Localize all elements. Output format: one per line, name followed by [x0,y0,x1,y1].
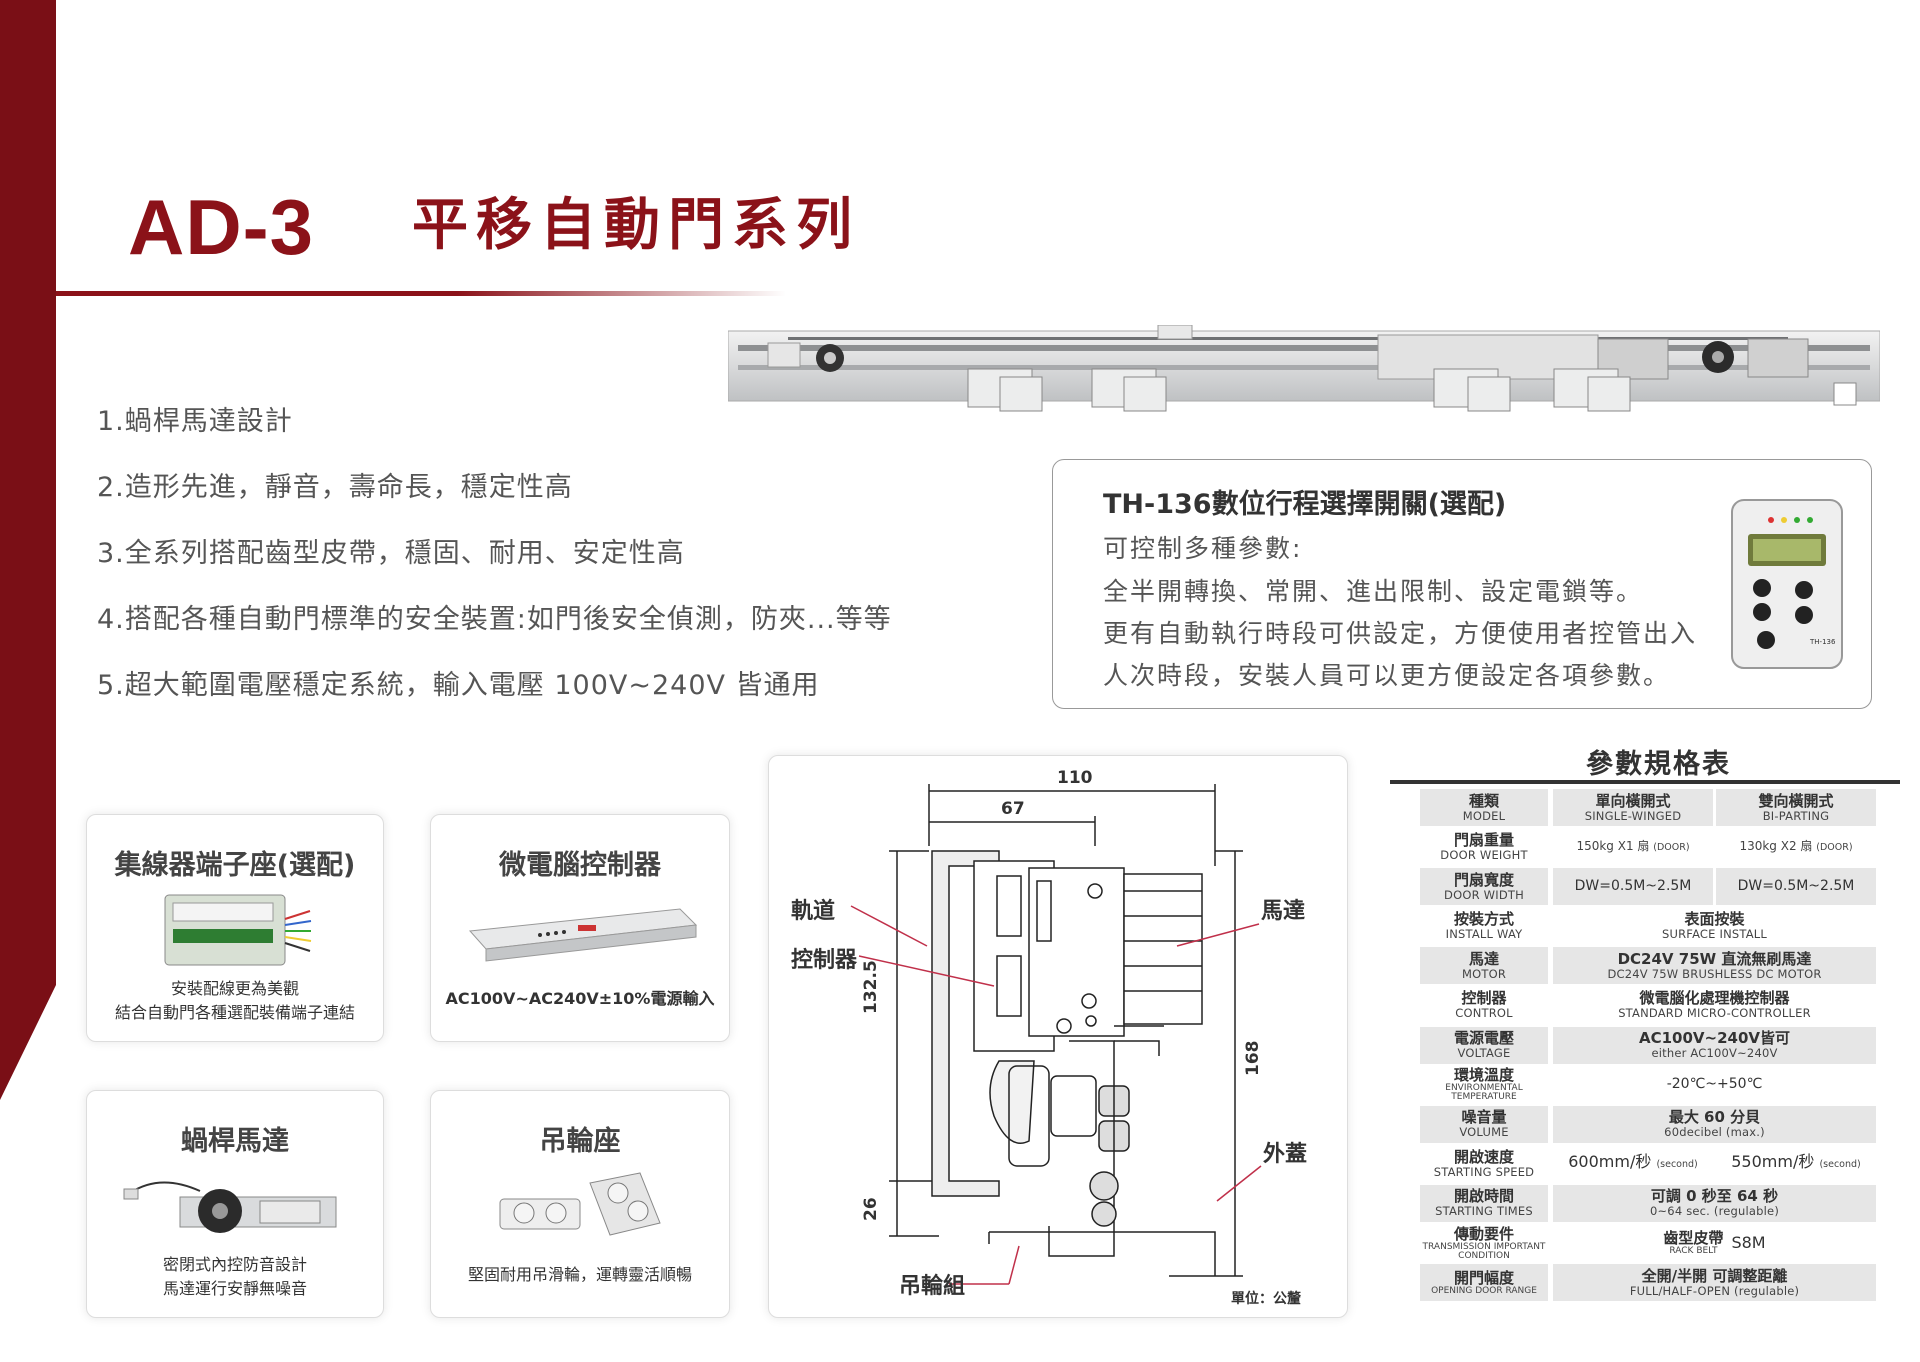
model-name: AD-3 [128,183,315,271]
cross-section-drawing [850,784,1262,1285]
switch-desc-line: 可控制多種參數: [1103,534,1303,563]
svg-text:TH-136: TH-136 [1809,638,1836,646]
dim-total-width: 110 [1057,768,1093,788]
label-controller: 控制器 [791,948,858,973]
switch-desc-line: 全半開轉換、常開、進出限制、設定電鎖等。 [1103,577,1644,606]
card-title: 蝸桿馬達 [181,1126,289,1157]
switch-desc-line: 更有自動執行時段可供設定，方便使用者控管出入 [1103,619,1698,648]
card-worm-motor: 蝸桿馬達 密閉式內控防音設計 馬達運行安靜無噪音 [86,1090,384,1318]
unit-note: 單位：公釐 [1231,1291,1301,1307]
feature-item: 5.超大範圍電壓穩定系統，輸入電壓 100V~240V 皆通用 [97,670,820,701]
cross-section-diagram: 110 67 132.5 168 26 軌道 控制器 馬達 外蓋 吊輪組 單位：… [768,755,1348,1318]
label-hanger: 吊輪組 [899,1274,966,1299]
dim-main-height: 132.5 [861,960,881,1014]
feature-item: 1.蝸桿馬達設計 [97,406,293,437]
card-title: 集線器端子座(選配) [114,850,356,881]
card-title: 吊輪座 [539,1126,621,1157]
label-cover: 外蓋 [1263,1142,1308,1167]
switch-desc-line: 人次時段，安裝人員可以更方便設定各項參數。 [1103,661,1671,690]
terminal-block-image [164,894,312,966]
card-terminal-block: 集線器端子座(選配) 安裝配線更為美觀 結合自動門各種選配裝備端子連結 [86,814,384,1042]
switch-title: TH-136數位行程選擇開關(選配) [1103,489,1507,520]
dim-inner-width: 67 [1001,799,1025,819]
feature-item: 4.搭配各種自動門標準的安全裝置:如門後安全偵測，防夾...等等 [97,604,892,635]
card-caption: AC100V~AC240V±10%電源輸入 [445,989,715,1008]
label-motor: 馬達 [1261,899,1306,924]
th136-info-panel: TH-136數位行程選擇開關(選配) 可控制多種參數: 全半開轉換、常開、進出限… [1052,459,1872,709]
feature-list: 1.蝸桿馬達設計 2.造形先進，靜音，壽命長，穩定性高 3.全系列搭配齒型皮帶，… [97,402,997,732]
card-microcontroller: 微電腦控制器 AC100V~AC240V±10%電源輸入 [430,814,730,1042]
card-caption: 密閉式內控防音設計 [162,1255,307,1274]
card-caption: 馬達運行安靜無噪音 [162,1279,307,1298]
label-track: 軌道 [791,899,836,924]
dim-bottom-height: 26 [861,1197,881,1221]
card-caption: 堅固耐用吊滑輪，運轉靈活順暢 [467,1265,692,1284]
side-accent-band [0,0,56,1362]
door-operator-image [727,324,1881,430]
card-title: 微電腦控制器 [499,850,661,881]
card-hanger-wheel: 吊輪座 堅固耐用吊滑輪，運轉靈活順暢 [430,1090,730,1318]
title-divider [56,291,786,296]
feature-item: 3.全系列搭配齒型皮帶，穩固、耐用、安定性高 [97,538,685,569]
card-caption: 安裝配線更為美觀 [170,979,299,998]
spec-divider [1390,780,1900,784]
worm-motor-image [123,1181,337,1233]
spec-title: 參數規格表 [1586,749,1731,780]
controller-image [468,908,698,962]
hanger-wheel-image [499,1172,661,1236]
dim-total-height: 168 [1243,1040,1263,1077]
selector-switch-image: TH-136 [1731,499,1843,669]
feature-item: 2.造形先進，靜音，壽命長，穩定性高 [97,472,573,503]
card-caption: 結合自動門各種選配裝備端子連結 [114,1003,355,1022]
page-title: 平移自動門系列 [412,193,860,258]
